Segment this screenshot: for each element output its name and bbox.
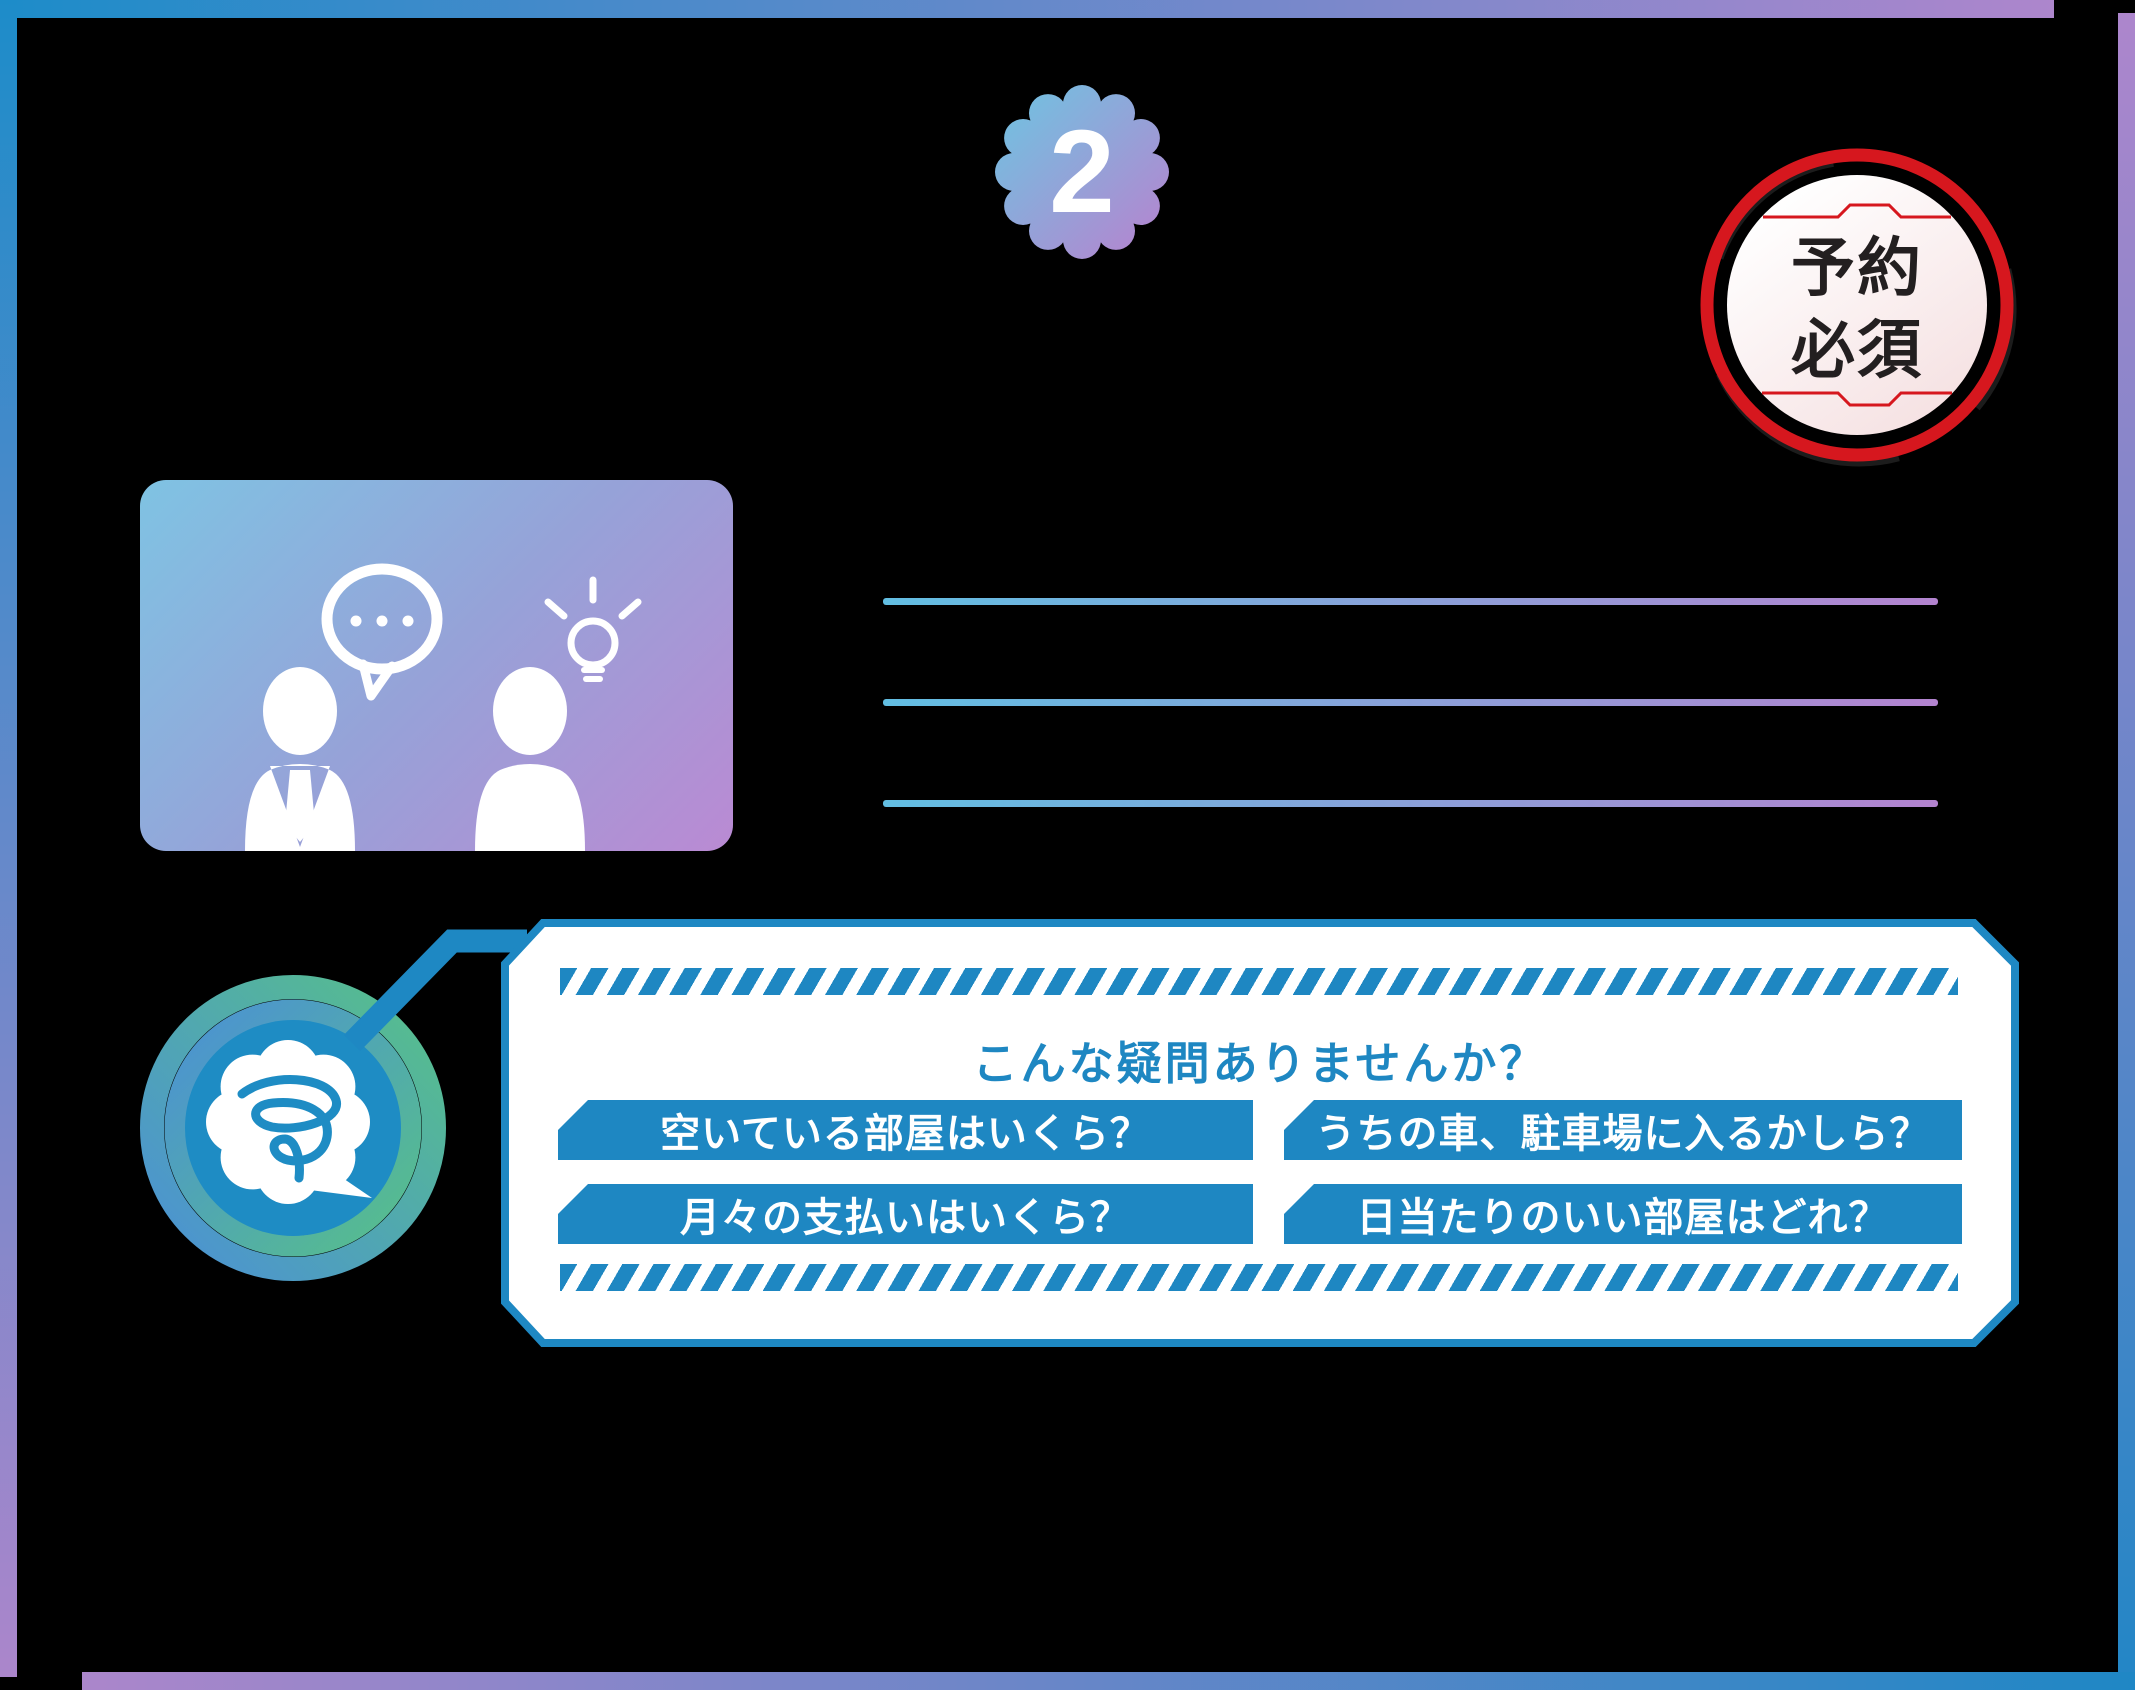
- stamp-bottom-line: [1762, 391, 1952, 407]
- consultation-illustration: [245, 563, 642, 851]
- seal-shape-icon: [995, 85, 1169, 259]
- question-ribbon-3: 月々の支払いはいくら？: [558, 1184, 1253, 1244]
- question-box-title: こんな疑問ありませんか？: [972, 1038, 1548, 1089]
- step-number: 2: [1049, 106, 1115, 238]
- person-icon: [475, 667, 585, 851]
- text-underline-1: [883, 598, 1938, 605]
- connector-line: [343, 929, 527, 1052]
- step-number-badge: 2: [995, 85, 1169, 259]
- consultation-card: [140, 480, 733, 851]
- frame-bottom-bar: [82, 1672, 2135, 1690]
- thought-bubble-medallion: [140, 929, 527, 1281]
- frame-right-bar: [2118, 13, 2135, 1690]
- frame-left-bar: [0, 0, 17, 1677]
- stamp-inner-circle: [1727, 175, 1987, 435]
- outer-ring: [140, 975, 446, 1281]
- frame-top-bar: [0, 0, 2054, 18]
- scribble-icon: [237, 1075, 341, 1183]
- lightbulb-icon: [544, 576, 642, 682]
- speech-bubble-icon: [321, 563, 443, 701]
- text-underline-2: [883, 699, 1938, 706]
- question-ribbon-1: 空いている部屋はいくら？: [558, 1100, 1253, 1160]
- reservation-required-stamp: 予約 必須: [1700, 148, 2017, 467]
- stamp-text-line1: 予約: [1791, 232, 1923, 304]
- middle-ring: [164, 999, 422, 1257]
- text-underline-3: [883, 800, 1938, 807]
- question-ribbon-2: うちの車、駐車場に入るかしら？: [1284, 1100, 1962, 1160]
- stamp-red-ring: [1700, 148, 2014, 462]
- question-box: こんな疑問ありませんか？ 空いている部屋はいくら？ うちの車、駐車場に入るかしら…: [497, 915, 2023, 1351]
- question-ribbon-4: 日当たりのいい部屋はどれ？: [1284, 1184, 1962, 1244]
- stamp-top-line: [1763, 203, 1951, 219]
- stripe-band-bottom: [560, 1264, 1958, 1291]
- person-with-tie-icon: [245, 667, 355, 851]
- thought-cloud-icon: [206, 1040, 372, 1204]
- stripe-band-top: [560, 968, 1958, 995]
- stamp-text-line2: 必須: [1791, 314, 1923, 386]
